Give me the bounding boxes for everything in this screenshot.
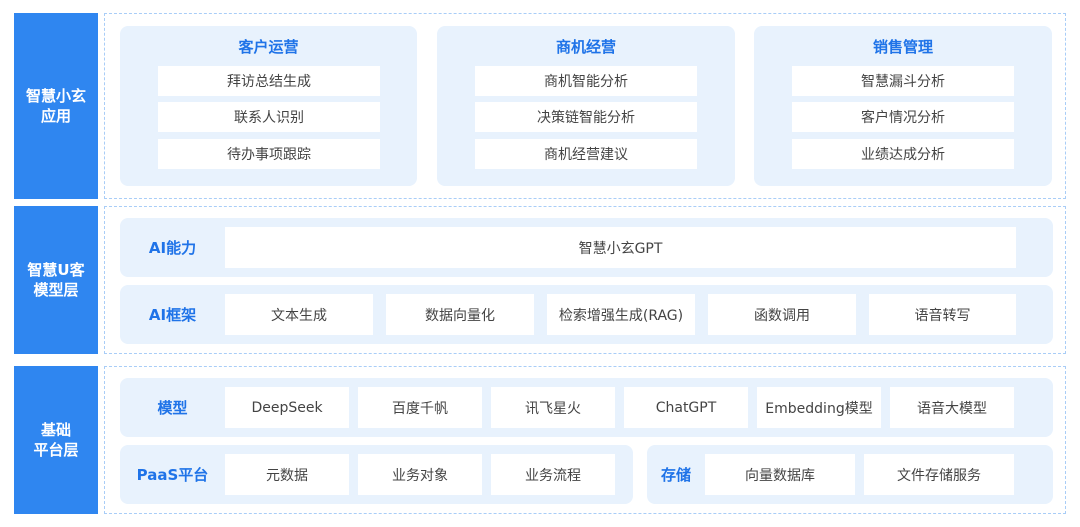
ai-framework-item: 文本生成 [225, 294, 373, 335]
model-item: Embedding模型 [757, 387, 881, 428]
paas-item: 元数据 [225, 454, 349, 495]
feature-item: 决策链智能分析 [475, 102, 697, 132]
feature-item: 业绩达成分析 [792, 139, 1014, 169]
storage-label: 存储 [660, 466, 691, 484]
feature-item: 联系人识别 [158, 102, 380, 132]
paas-row: PaaS平台 元数据 业务对象 业务流程 [120, 445, 633, 504]
base-layer-label: 基础 平台层 [14, 366, 98, 514]
panel-title: 商机经营 [555, 38, 616, 56]
feature-item: 商机经营建议 [475, 139, 697, 169]
app-layer-label-line2: 应用 [40, 107, 71, 125]
model-layer-label-line1: 智慧U客 [27, 261, 85, 279]
paas-item: 业务流程 [491, 454, 615, 495]
customer-operation-panel: 客户运营 拜访总结生成 联系人识别 待办事项跟踪 [120, 26, 417, 186]
ai-framework-item: 数据向量化 [386, 294, 534, 335]
paas-label: PaaS平台 [136, 466, 209, 484]
ai-framework-item: 语音转写 [869, 294, 1016, 335]
panel-title: 销售管理 [872, 38, 933, 56]
sales-management-panel: 销售管理 智慧漏斗分析 客户情况分析 业绩达成分析 [754, 26, 1052, 186]
ai-framework-item: 检索增强生成(RAG) [547, 294, 695, 335]
base-layer-label-line2: 平台层 [33, 441, 79, 459]
ai-framework-item: 函数调用 [708, 294, 856, 335]
ai-framework-row: AI框架 文本生成 数据向量化 检索增强生成(RAG) 函数调用 语音转写 [120, 285, 1053, 344]
opportunity-panel: 商机经营 商机智能分析 决策链智能分析 商机经营建议 [437, 26, 735, 186]
base-layer-label-line1: 基础 [40, 421, 71, 439]
ai-capability-row: AI能力 智慧小玄GPT [120, 218, 1053, 277]
panel-title: 客户运营 [238, 38, 299, 56]
storage-row: 存储 向量数据库 文件存储服务 [647, 445, 1053, 504]
models-row: 模型 DeepSeek 百度千帆 讯飞星火 ChatGPT Embedding模… [120, 378, 1053, 437]
model-item: 百度千帆 [358, 387, 482, 428]
model-item: 讯飞星火 [491, 387, 615, 428]
ai-capability-label: AI能力 [148, 239, 197, 257]
feature-item: 商机智能分析 [475, 66, 697, 96]
app-layer-label: 智慧小玄 应用 [14, 13, 98, 199]
ai-framework-label: AI框架 [148, 306, 197, 324]
models-label: 模型 [157, 399, 188, 417]
app-layer-label-line1: 智慧小玄 [25, 87, 86, 105]
model-item: DeepSeek [225, 387, 349, 428]
model-layer-label-line2: 模型层 [33, 281, 79, 299]
feature-item: 待办事项跟踪 [158, 139, 380, 169]
feature-item: 智慧漏斗分析 [792, 66, 1014, 96]
storage-item: 文件存储服务 [864, 454, 1014, 495]
storage-item: 向量数据库 [705, 454, 855, 495]
ai-capability-item: 智慧小玄GPT [225, 227, 1016, 268]
model-item: 语音大模型 [890, 387, 1014, 428]
model-layer-label: 智慧U客 模型层 [14, 206, 98, 354]
paas-item: 业务对象 [358, 454, 482, 495]
feature-item: 拜访总结生成 [158, 66, 380, 96]
model-item: ChatGPT [624, 387, 748, 428]
feature-item: 客户情况分析 [792, 102, 1014, 132]
